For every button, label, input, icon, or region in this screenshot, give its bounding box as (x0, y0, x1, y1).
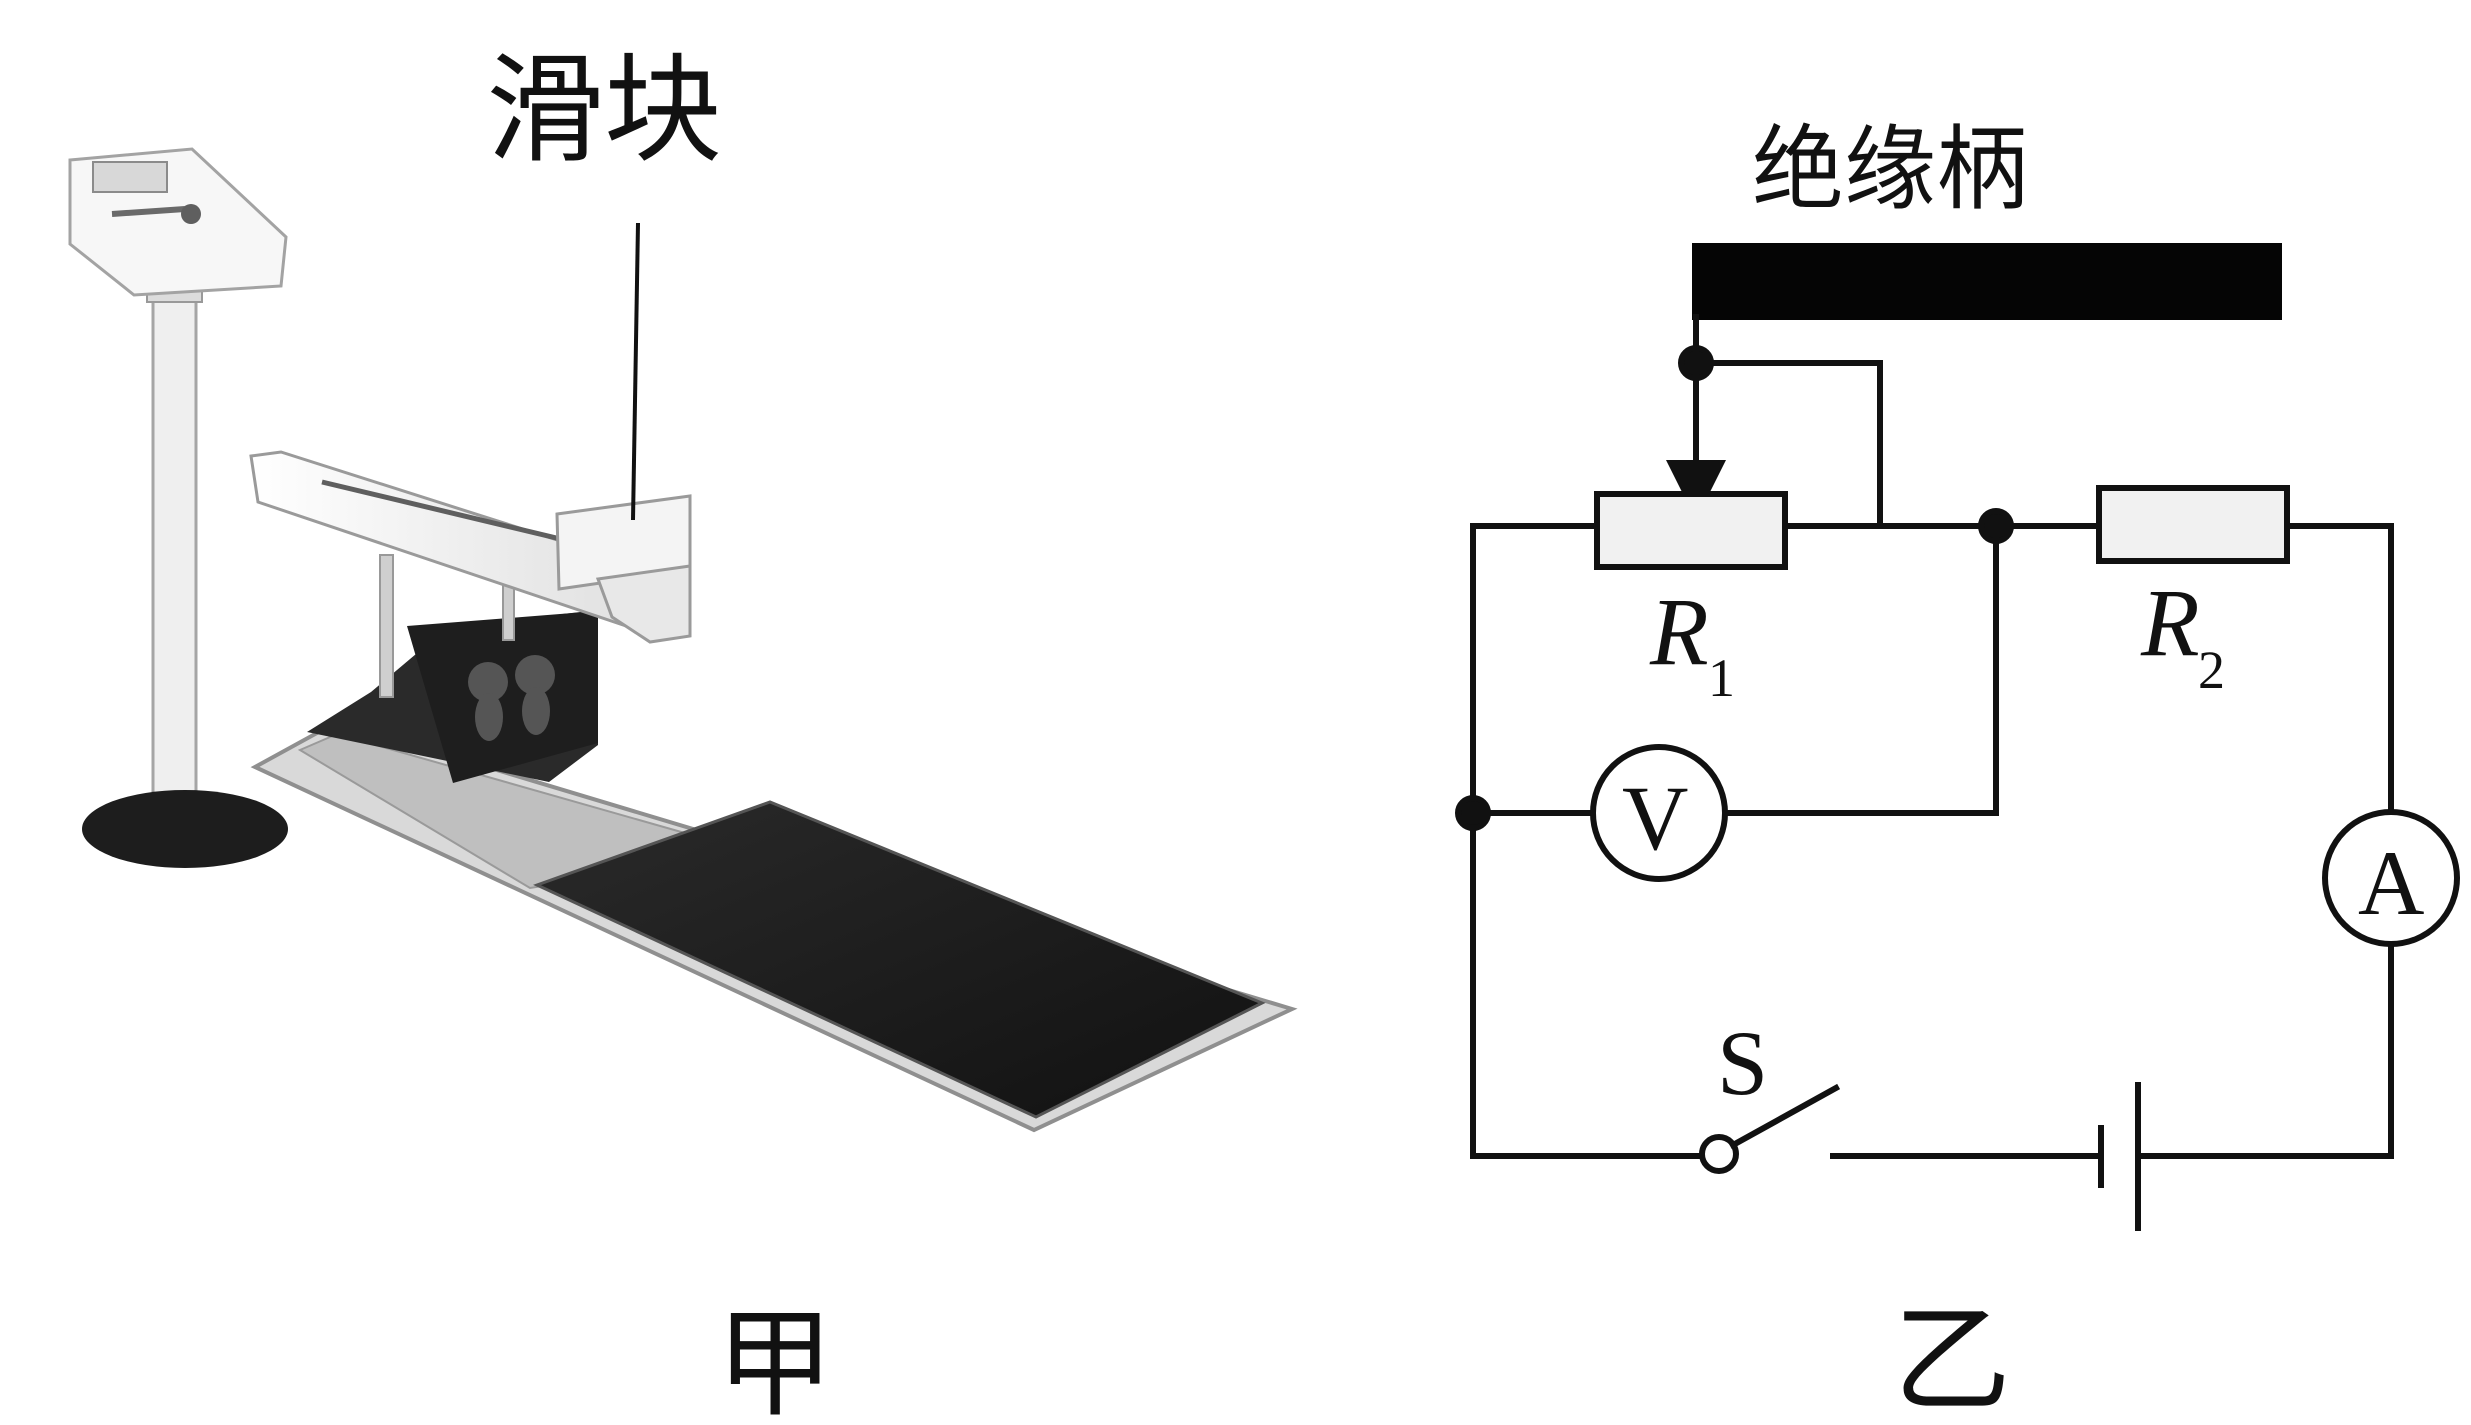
figure-label-left: 甲 (716, 1295, 834, 1425)
slider-pointer-line (631, 222, 640, 521)
ammeter-label: A (2358, 832, 2424, 934)
footprint-right-icon (515, 655, 555, 695)
figure-label-right: 乙 (1893, 1291, 2011, 1425)
insulating-handle-label: 绝缘柄 (1752, 116, 2028, 223)
slider-bottom (595, 564, 692, 644)
resistor-r2 (2096, 485, 2290, 564)
switch-terminal (1699, 1134, 1739, 1174)
device-foot-board (407, 611, 598, 783)
voltmeter-label: V (1622, 767, 1688, 869)
ammeter-circle (2322, 809, 2460, 947)
r2-label: R 2 (2140, 569, 2225, 700)
r1-label: R 1 (1649, 578, 1735, 708)
display-base (82, 790, 288, 868)
rail-support-left (379, 554, 394, 698)
voltmeter-right-wire (1722, 523, 1999, 816)
footprint-left-lower-icon (475, 693, 503, 741)
footprint-left-icon (468, 662, 508, 702)
display-screen (92, 161, 168, 193)
r1-main-text: R (1649, 578, 1709, 685)
display-button-icon (181, 204, 201, 224)
insulating-handle (1692, 243, 2282, 320)
resistor-r1 (1594, 491, 1788, 570)
switch-label: S (1717, 1012, 1768, 1114)
slider-label: 滑块 (486, 41, 722, 179)
switch-lever (1728, 1083, 1841, 1150)
sit-and-reach-tester-icon (68, 147, 1298, 1133)
display-button-row (111, 206, 186, 217)
r1-sub-text: 1 (1708, 648, 1735, 708)
r2-main-text: R (2140, 569, 2200, 676)
circuit-diagram-icon (1455, 243, 2460, 1231)
device-mat (533, 800, 1266, 1119)
r2-sub-text: 2 (2198, 640, 2225, 700)
display-column (151, 289, 198, 802)
footprint-right-lower-icon (522, 687, 550, 735)
